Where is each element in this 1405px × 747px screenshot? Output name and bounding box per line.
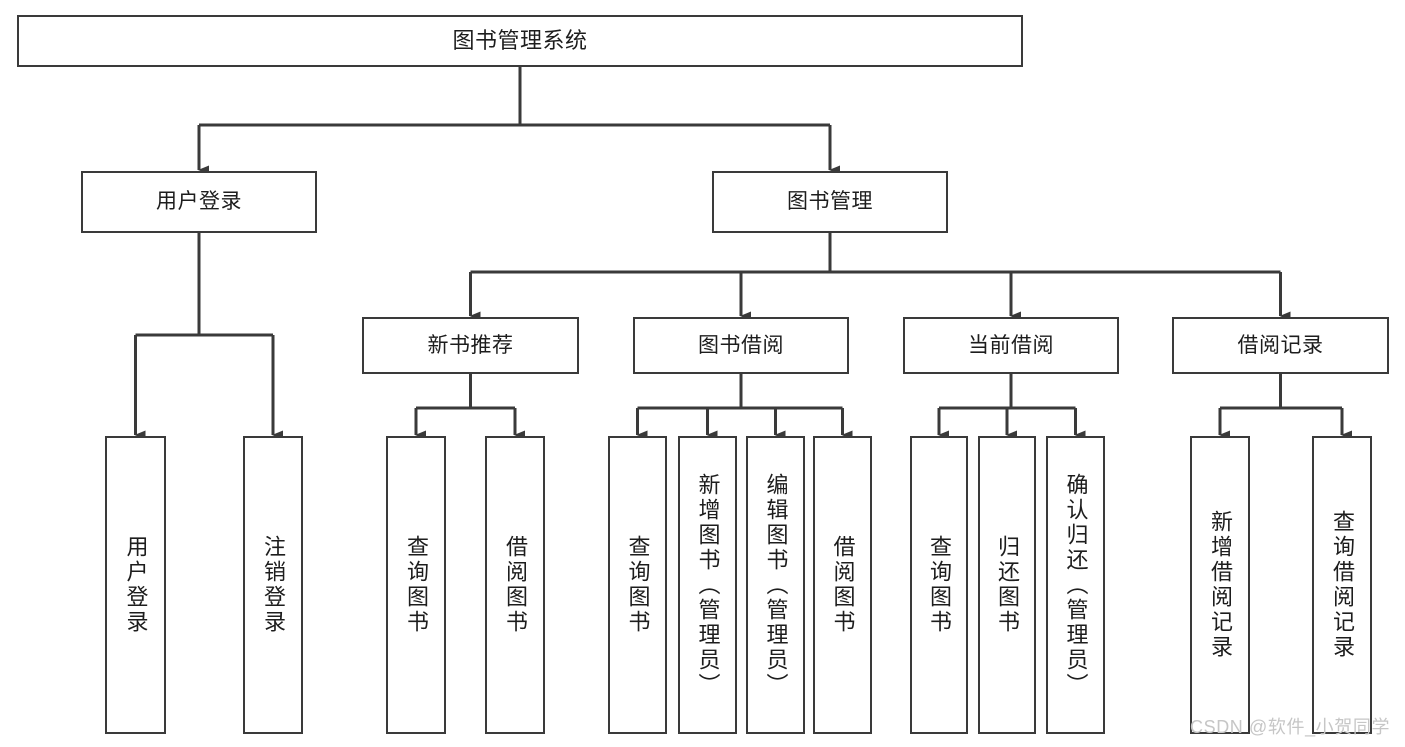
node-label: 新增借阅记录	[1208, 510, 1233, 660]
node-current[interactable]: 当前借阅	[903, 317, 1119, 374]
node-leaf-borrow-3[interactable]: 编辑图书（管理员）	[746, 436, 805, 734]
node-label: 确认归还（管理员）	[1063, 472, 1089, 698]
node-leaf-borrow-1[interactable]: 查询图书	[608, 436, 667, 734]
node-label: 编辑图书（管理员）	[763, 472, 789, 698]
node-label: 借阅图书	[830, 535, 856, 635]
node-leaf-login-1[interactable]: 用户登录	[105, 436, 166, 734]
node-label: 新书推荐	[427, 333, 514, 357]
node-leaf-records-1[interactable]: 新增借阅记录	[1190, 436, 1250, 734]
node-label: 用户登录	[123, 535, 149, 635]
node-label: 查询借阅记录	[1330, 510, 1355, 660]
node-bookmgmt[interactable]: 图书管理	[712, 171, 948, 233]
node-label: 归还图书	[995, 535, 1020, 635]
node-label: 用户登录	[156, 190, 242, 214]
node-leaf-borrow-2[interactable]: 新增图书（管理员）	[678, 436, 737, 734]
node-leaf-records-2[interactable]: 查询借阅记录	[1312, 436, 1372, 734]
node-newrec[interactable]: 新书推荐	[362, 317, 579, 374]
edge-group	[134, 67, 1352, 440]
node-leaf-current-1[interactable]: 查询图书	[910, 436, 968, 734]
node-borrow[interactable]: 图书借阅	[633, 317, 849, 374]
node-leaf-current-2[interactable]: 归还图书	[978, 436, 1036, 734]
node-leaf-newrec-2[interactable]: 借阅图书	[485, 436, 545, 734]
node-label: 当前借阅	[968, 333, 1054, 357]
node-label: 新增图书（管理员）	[695, 472, 721, 698]
node-leaf-borrow-4[interactable]: 借阅图书	[813, 436, 872, 734]
node-label: 注销登录	[261, 535, 286, 635]
node-label: 图书借阅	[698, 333, 784, 357]
node-leaf-login-2[interactable]: 注销登录	[243, 436, 303, 734]
node-label: 图书管理系统	[452, 27, 588, 53]
node-label: 借阅图书	[503, 535, 528, 635]
node-records[interactable]: 借阅记录	[1172, 317, 1389, 374]
node-label: 查询图书	[927, 535, 952, 635]
node-label: 查询图书	[625, 535, 651, 635]
node-root[interactable]: 图书管理系统	[17, 15, 1023, 67]
node-leaf-newrec-1[interactable]: 查询图书	[386, 436, 446, 734]
node-label: 图书管理	[787, 190, 873, 214]
node-leaf-current-3[interactable]: 确认归还（管理员）	[1046, 436, 1105, 734]
node-label: 借阅记录	[1237, 333, 1324, 357]
node-login[interactable]: 用户登录	[81, 171, 317, 233]
node-label: 查询图书	[404, 535, 429, 635]
